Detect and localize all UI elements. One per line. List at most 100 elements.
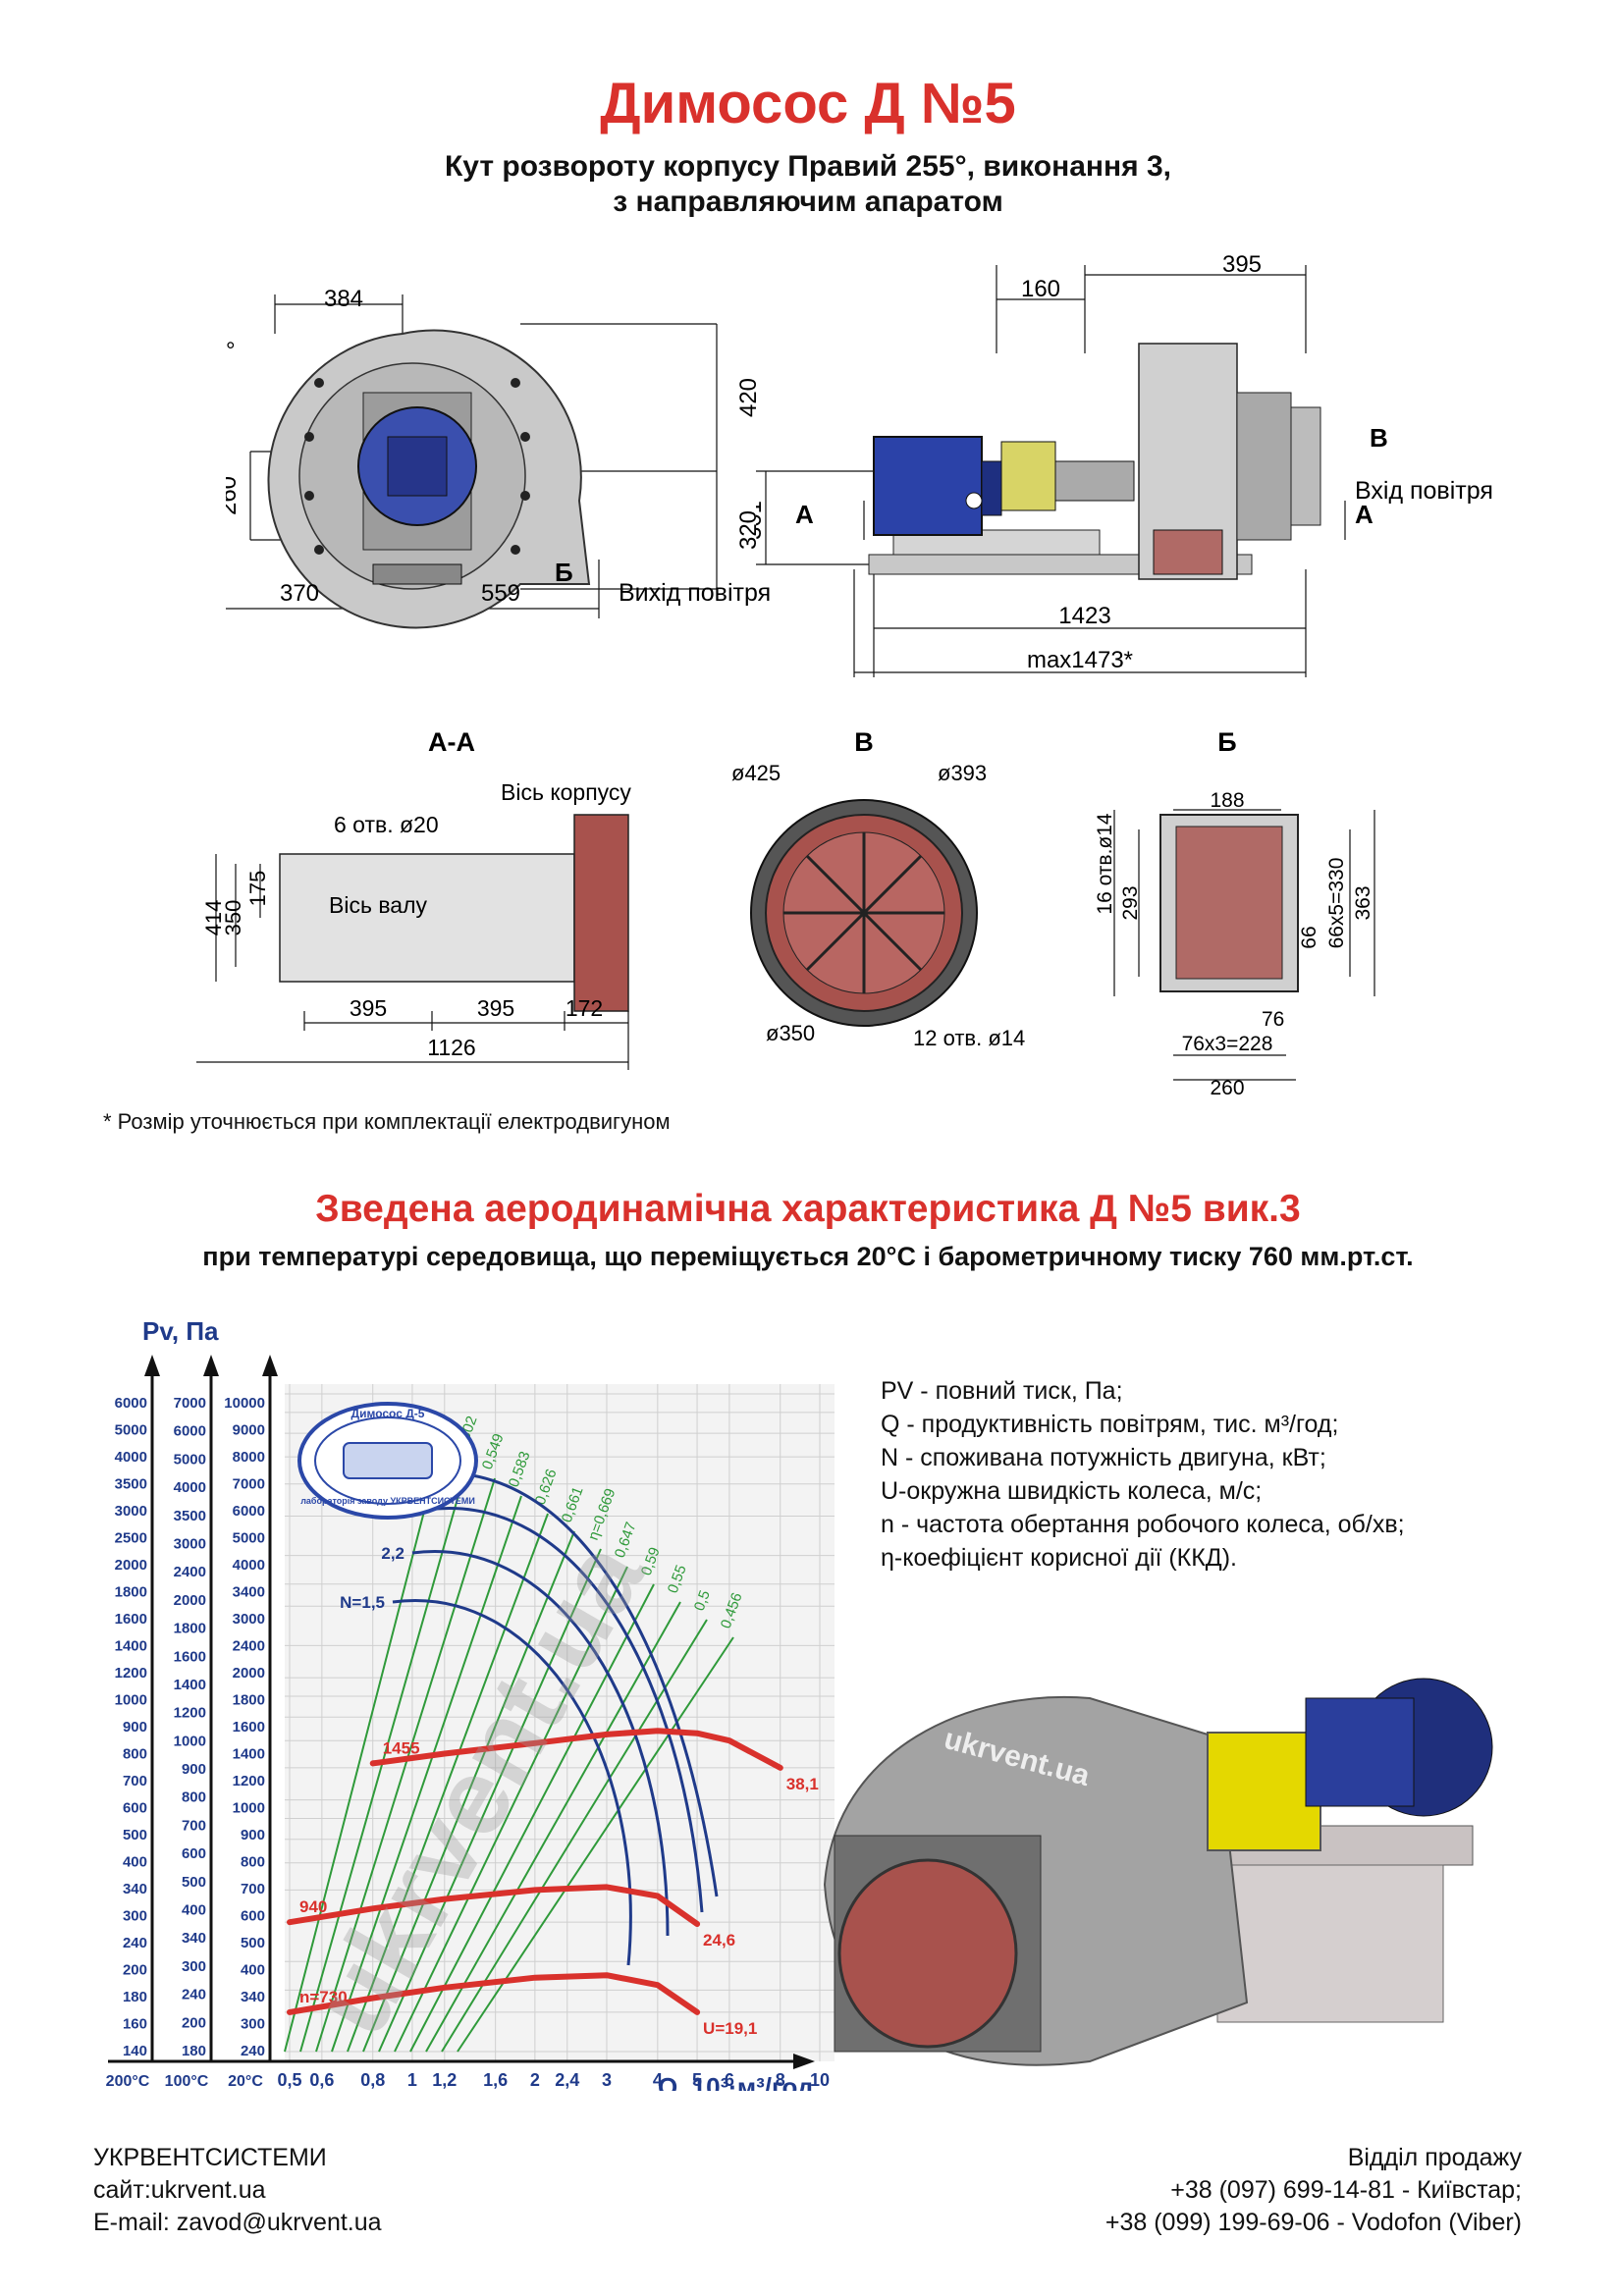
- y-tick-label: 6000: [174, 1423, 206, 1440]
- efficiency-line: [409, 1583, 655, 2053]
- y-tick-label: 400: [241, 1962, 265, 1979]
- x-axis-label: Q, 10³·м³/год: [658, 2072, 814, 2091]
- axis-temp-label: 200°С: [106, 2073, 150, 2090]
- footer-email[interactable]: E-mail: zavod@ukrvent.ua: [93, 2209, 382, 2236]
- y-tick-label: 500: [241, 1935, 265, 1951]
- inlet-label: Вхід повітря: [1355, 477, 1493, 505]
- side-dim-1423: 1423: [1058, 603, 1110, 629]
- curve-speed-label: 38,1: [786, 1775, 819, 1793]
- aa-dim-1126: 1126: [427, 1035, 475, 1060]
- front-section-mark: Б: [555, 558, 573, 587]
- efficiency-line: [347, 1513, 549, 2053]
- view-v-drawing: В ø425 ø393 ø350 12 отв. ø14: [731, 727, 1025, 1050]
- x-tick-label: 6: [725, 2070, 734, 2090]
- aa-dim-175: 175: [245, 871, 270, 907]
- curve-rpm-label: n=730: [299, 1988, 348, 2006]
- axis-temp-label: 100°С: [165, 2073, 209, 2090]
- b-dim-76: 76: [1262, 1008, 1284, 1031]
- footer-site[interactable]: сайт:ukrvent.ua: [93, 2176, 266, 2204]
- efficiency-line: [299, 1460, 469, 2053]
- legend-u: U-окружна швидкість колеса, м/с;: [881, 1477, 1263, 1505]
- y-tick-label: 5000: [174, 1451, 206, 1468]
- y-tick-label: 800: [182, 1789, 206, 1806]
- y-tick-label: 3400: [233, 1584, 265, 1601]
- view-b-title: Б: [1217, 727, 1236, 757]
- power-label: 2,2: [381, 1544, 404, 1563]
- subtitle-line-1: Кут розвороту корпусу Правий 255°, викон…: [444, 150, 1171, 183]
- y-tick-label: 180: [182, 2043, 206, 2059]
- power-label: N=1,5: [340, 1593, 385, 1612]
- pressure-curve: [369, 1728, 783, 1771]
- y-tick-label: 300: [241, 2016, 265, 2033]
- x-tick-label: 10: [810, 2070, 830, 2090]
- footer-phone-1[interactable]: +38 (097) 699-14-81 - Київстар;: [1170, 2176, 1522, 2204]
- legend-q: Q - продуктивність повітрям, тис. м³/год…: [881, 1411, 1339, 1438]
- v-dim-d393: ø393: [938, 761, 987, 785]
- side-view-drawing: 160 395 301 1423 max1473* А А В Вхід пов…: [756, 251, 1493, 677]
- footer-phone-2[interactable]: +38 (099) 199-69-06 - Vodofon (Viber): [1104, 2209, 1522, 2236]
- y-tick-label: 500: [182, 1874, 206, 1891]
- side-dim-395: 395: [1222, 251, 1262, 278]
- legend-pv: PV - повний тиск, Па;: [881, 1377, 1123, 1405]
- y-tick-label: 7000: [233, 1476, 265, 1493]
- y-tick-label: 2000: [115, 1557, 147, 1574]
- y-tick-label: 400: [182, 1902, 206, 1919]
- x-tick-label: 1: [407, 2070, 417, 2090]
- pressure-curve: [287, 1884, 701, 1927]
- y-tick-label: 300: [123, 1908, 147, 1925]
- b-dim-66x5: 66х5=330: [1325, 858, 1348, 949]
- x-tick-label: 4: [653, 2070, 663, 2090]
- y-tick-label: 600: [123, 1800, 147, 1817]
- side-dim-160: 160: [1021, 276, 1060, 302]
- b-dim-188: 188: [1210, 789, 1244, 812]
- x-tick-label: 2: [530, 2070, 540, 2090]
- y-tick-label: 2500: [115, 1530, 147, 1547]
- legend: PV - повний тиск, Па; Q - продуктивність…: [881, 1374, 1405, 1575]
- y-tick-label: 5000: [115, 1422, 147, 1439]
- y-tick-label: 7000: [174, 1395, 206, 1412]
- front-angle: 255°: [226, 338, 236, 364]
- y-tick-label: 8000: [233, 1449, 265, 1466]
- y-tick-label: 1200: [174, 1705, 206, 1722]
- y-tick-label: 4000: [115, 1449, 147, 1466]
- y-tick-label: 6000: [233, 1503, 265, 1520]
- power-curve: [392, 1599, 632, 1966]
- y-tick-labels: 6000500040003500300025002000180016001400…: [115, 1395, 265, 2059]
- y-tick-label: 10000: [224, 1395, 265, 1412]
- y-tick-label: 9000: [233, 1422, 265, 1439]
- y-tick-label: 1400: [174, 1677, 206, 1693]
- efficiency-line: [425, 1601, 681, 2053]
- front-dim-260: 260: [226, 476, 242, 515]
- curve-rpm-label: 940: [299, 1897, 327, 1916]
- side-dim-301: 301: [756, 501, 767, 540]
- efficiency-label: 0,5: [691, 1588, 714, 1613]
- efficiency-line: [315, 1477, 496, 2053]
- legend-eff: η-коефіцієнт корисної дії (ККД).: [881, 1544, 1237, 1572]
- x-tick-label: 0,5: [277, 2070, 301, 2090]
- x-tick-label: 1,6: [483, 2070, 508, 2090]
- y-tick-label: 1600: [115, 1611, 147, 1628]
- efficiency-line: [331, 1495, 522, 2053]
- y-tick-label: 6000: [115, 1395, 147, 1412]
- y-tick-label: 5000: [233, 1530, 265, 1547]
- y-tick-label: 600: [241, 1908, 265, 1925]
- y-axis-label: Pv, Па: [142, 1316, 219, 1346]
- y-tick-label: 900: [182, 1761, 206, 1778]
- y-tick-label: 300: [182, 1958, 206, 1975]
- front-dim-420: 420: [735, 378, 762, 417]
- y-tick-label: 1200: [233, 1773, 265, 1789]
- y-tick-label: 700: [241, 1881, 265, 1897]
- aa-axis-shaft: Вісь валу: [329, 892, 427, 918]
- y-tick-label: 200: [123, 1962, 147, 1979]
- v-holes: 12 отв. ø14: [913, 1026, 1025, 1050]
- x-tick-label: 0,6: [309, 2070, 334, 2090]
- y-tick-label: 500: [123, 1827, 147, 1843]
- x-tick-label: 1,2: [432, 2070, 457, 2090]
- aa-dim-395a: 395: [350, 995, 387, 1021]
- y-tick-label: 1600: [233, 1719, 265, 1735]
- efficiency-line: [394, 1566, 628, 2053]
- efficiency-line: [362, 1530, 575, 2053]
- y-tick-label: 3500: [174, 1508, 206, 1524]
- outlet-label: Вихід повітря: [619, 579, 771, 607]
- y-tick-label: 340: [123, 1881, 147, 1897]
